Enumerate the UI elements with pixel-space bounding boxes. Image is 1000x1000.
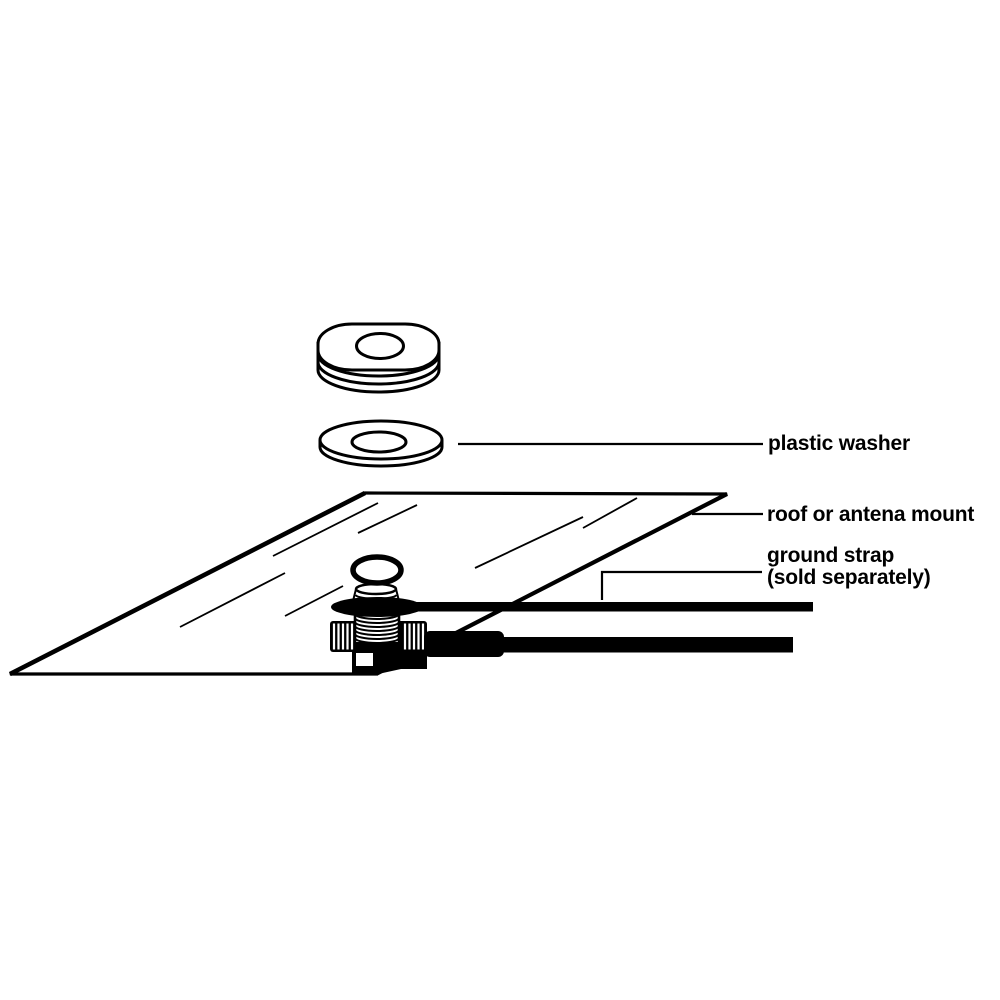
coax-connector xyxy=(352,650,427,674)
plastic-washer xyxy=(318,419,444,468)
label-plastic-washer: plastic washer xyxy=(768,432,910,455)
label-ground-strap-line2: (sold separately) xyxy=(767,566,931,589)
stack-washers xyxy=(316,322,441,394)
label-roof-or-antena-mount: roof or antena mount xyxy=(767,503,975,526)
leader-lines xyxy=(458,442,763,600)
o-ring xyxy=(350,554,404,586)
threaded-stud-lower xyxy=(353,612,401,648)
mount-flange xyxy=(331,597,423,617)
panel-glare-lines xyxy=(179,497,638,628)
leader-ground-strap xyxy=(600,570,762,600)
coax-cable xyxy=(500,637,793,653)
label-ground-strap-line1: ground strap xyxy=(767,544,895,567)
mount-assembly xyxy=(330,554,813,674)
connector-ferrule xyxy=(424,631,504,657)
ground-strap xyxy=(405,602,813,612)
label-ground-strap: ground strap (sold separately) xyxy=(767,545,931,589)
